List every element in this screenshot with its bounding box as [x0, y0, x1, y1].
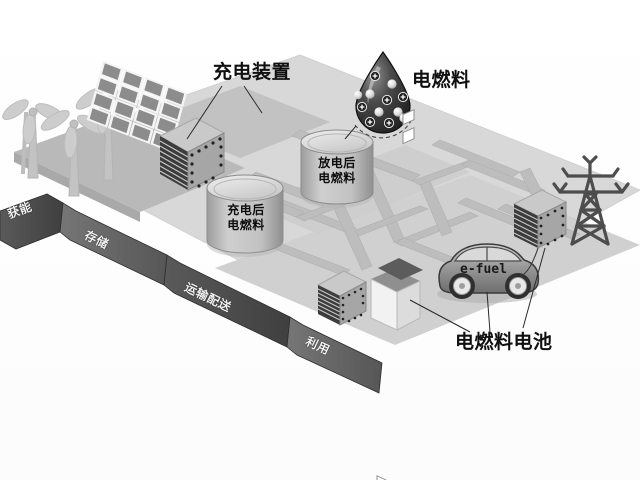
label-efuel-droplet: 电燃料: [412, 69, 471, 91]
fuel-cell-stack-grid: [512, 189, 568, 249]
car-badge-efuel: e-fuel: [460, 262, 507, 277]
efuel-droplet: [353, 50, 412, 139]
label-tank-charged-line1: 充电后: [227, 203, 265, 217]
charging-cable: [520, 247, 539, 277]
leader-line-droplet: [344, 125, 357, 140]
leader-lines: [186, 85, 546, 333]
label-charging-device: 充电装置: [213, 61, 292, 83]
car-wheel: [505, 273, 531, 299]
car-wheel: [449, 273, 475, 299]
fuel-cell-stack-house: [316, 270, 368, 326]
process-band: [0, 193, 383, 394]
charging-stack: [158, 117, 226, 191]
label-tank-discharged-line2: 电燃料: [318, 171, 356, 185]
storage-tank-charged: [206, 174, 284, 257]
label-tank-charged-line2: 电燃料: [227, 218, 265, 232]
car: [437, 243, 540, 303]
transmission-tower: [552, 155, 630, 246]
label-tank-discharged-line1: 放电后: [318, 156, 356, 170]
house: [370, 108, 423, 480]
solar-panel-array: [86, 60, 188, 153]
label-fuel-cell: 电燃料电池: [455, 331, 553, 353]
storage-tank-discharged: [300, 129, 374, 208]
